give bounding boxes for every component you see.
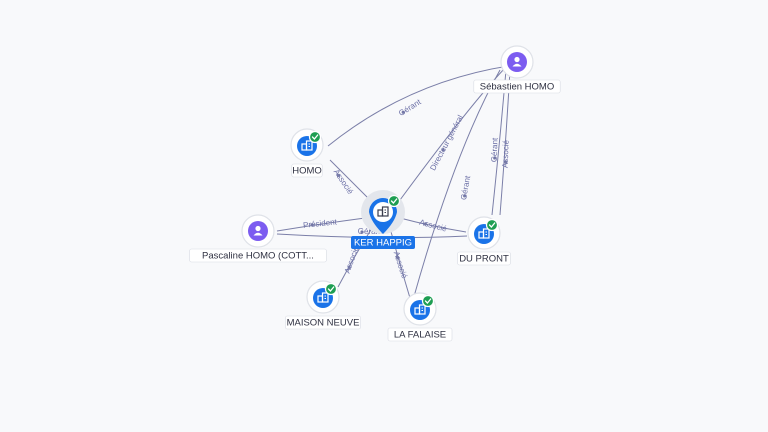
- building-icon: [301, 140, 313, 151]
- edge-label: Gérant: [490, 137, 500, 163]
- node-label: Sébastien HOMO: [473, 79, 561, 94]
- edge-arrow-marker: [463, 194, 467, 198]
- edge-arrow-marker: [493, 156, 497, 160]
- edge-arrow-marker: [360, 230, 364, 234]
- check-badge-icon: [308, 130, 322, 144]
- edge-ker-dupront: Associé: [399, 217, 467, 234]
- node-ker[interactable]: KER HAPPIG: [351, 190, 415, 249]
- building-icon: [317, 292, 329, 303]
- edge-ker-homo: Associé: [329, 159, 373, 203]
- edge-line: [389, 227, 411, 299]
- node-label: LA FALAISE: [387, 327, 453, 342]
- node-label: MAISON NEUVE: [285, 315, 361, 330]
- edge-arrow-marker: [401, 110, 405, 114]
- person-icon: [512, 56, 522, 67]
- edge-arrow-marker: [347, 265, 351, 270]
- node-label: KER HAPPIG: [351, 236, 415, 249]
- nodes-layer: KER HAPPIG Sébastien HOMO HOMO Pascaline HO…: [189, 45, 561, 342]
- edge-line: [329, 159, 373, 203]
- person-icon: [253, 225, 263, 236]
- edge-arrow-marker: [336, 173, 341, 177]
- node-homo[interactable]: HOMO: [290, 128, 324, 178]
- edge-arrow-marker: [310, 223, 314, 227]
- edge-line: [327, 64, 516, 147]
- node-maison[interactable]: MAISON NEUVE: [285, 280, 361, 330]
- edge-label: Associé: [501, 139, 511, 168]
- edge-line: [276, 217, 366, 232]
- building-icon: [377, 206, 389, 217]
- check-badge-icon: [485, 218, 499, 232]
- node-label: DU PRONT: [457, 251, 511, 266]
- edge-label: Directeur général: [428, 113, 465, 172]
- node-label-text: KER HAPPIG: [354, 238, 412, 249]
- edge-line: [412, 69, 501, 301]
- node-label: HOMO: [291, 163, 323, 178]
- check-badge-icon: [387, 194, 401, 208]
- node-pascaline[interactable]: Pascaline HOMO (COTT...: [189, 214, 327, 263]
- node-dupront[interactable]: DU PRONT: [457, 216, 511, 266]
- edge-label: Gérant: [459, 174, 472, 200]
- edge-label: Associé: [392, 250, 409, 280]
- edge-sebastien-falaise: Gérant: [412, 69, 501, 301]
- node-label-text: LA FALAISE: [394, 330, 446, 341]
- edge-line: [399, 217, 467, 233]
- building-icon: [478, 228, 490, 239]
- node-label: Pascaline HOMO (COTT...: [189, 248, 327, 263]
- edge-arrow-marker: [504, 160, 508, 164]
- node-label-text: MAISON NEUVE: [287, 318, 360, 329]
- edge-label: Associé: [343, 245, 361, 275]
- edge-label: Gérant: [397, 97, 423, 118]
- edge-line: [337, 227, 373, 288]
- check-badge-icon: [421, 294, 435, 308]
- node-label-text: DU PRONT: [459, 254, 509, 265]
- edge-arrow-marker: [395, 255, 400, 259]
- node-label-text: Pascaline HOMO (COTT...: [202, 251, 314, 262]
- node-falaise[interactable]: LA FALAISE: [387, 292, 453, 342]
- edge-sebastien-homo: Gérant: [327, 64, 516, 147]
- edge-label: Président: [303, 217, 338, 230]
- building-icon: [414, 304, 426, 315]
- edge-pascaline-ker: Président: [276, 217, 366, 232]
- edge-arrow-marker: [423, 222, 427, 226]
- node-sebastien[interactable]: Sébastien HOMO: [473, 45, 561, 94]
- node-label-text: HOMO: [292, 166, 322, 177]
- edge-arrow-marker: [441, 148, 445, 152]
- node-label-text: Sébastien HOMO: [480, 82, 554, 93]
- check-badge-icon: [324, 282, 338, 296]
- edge-label: Gérant: [358, 227, 383, 236]
